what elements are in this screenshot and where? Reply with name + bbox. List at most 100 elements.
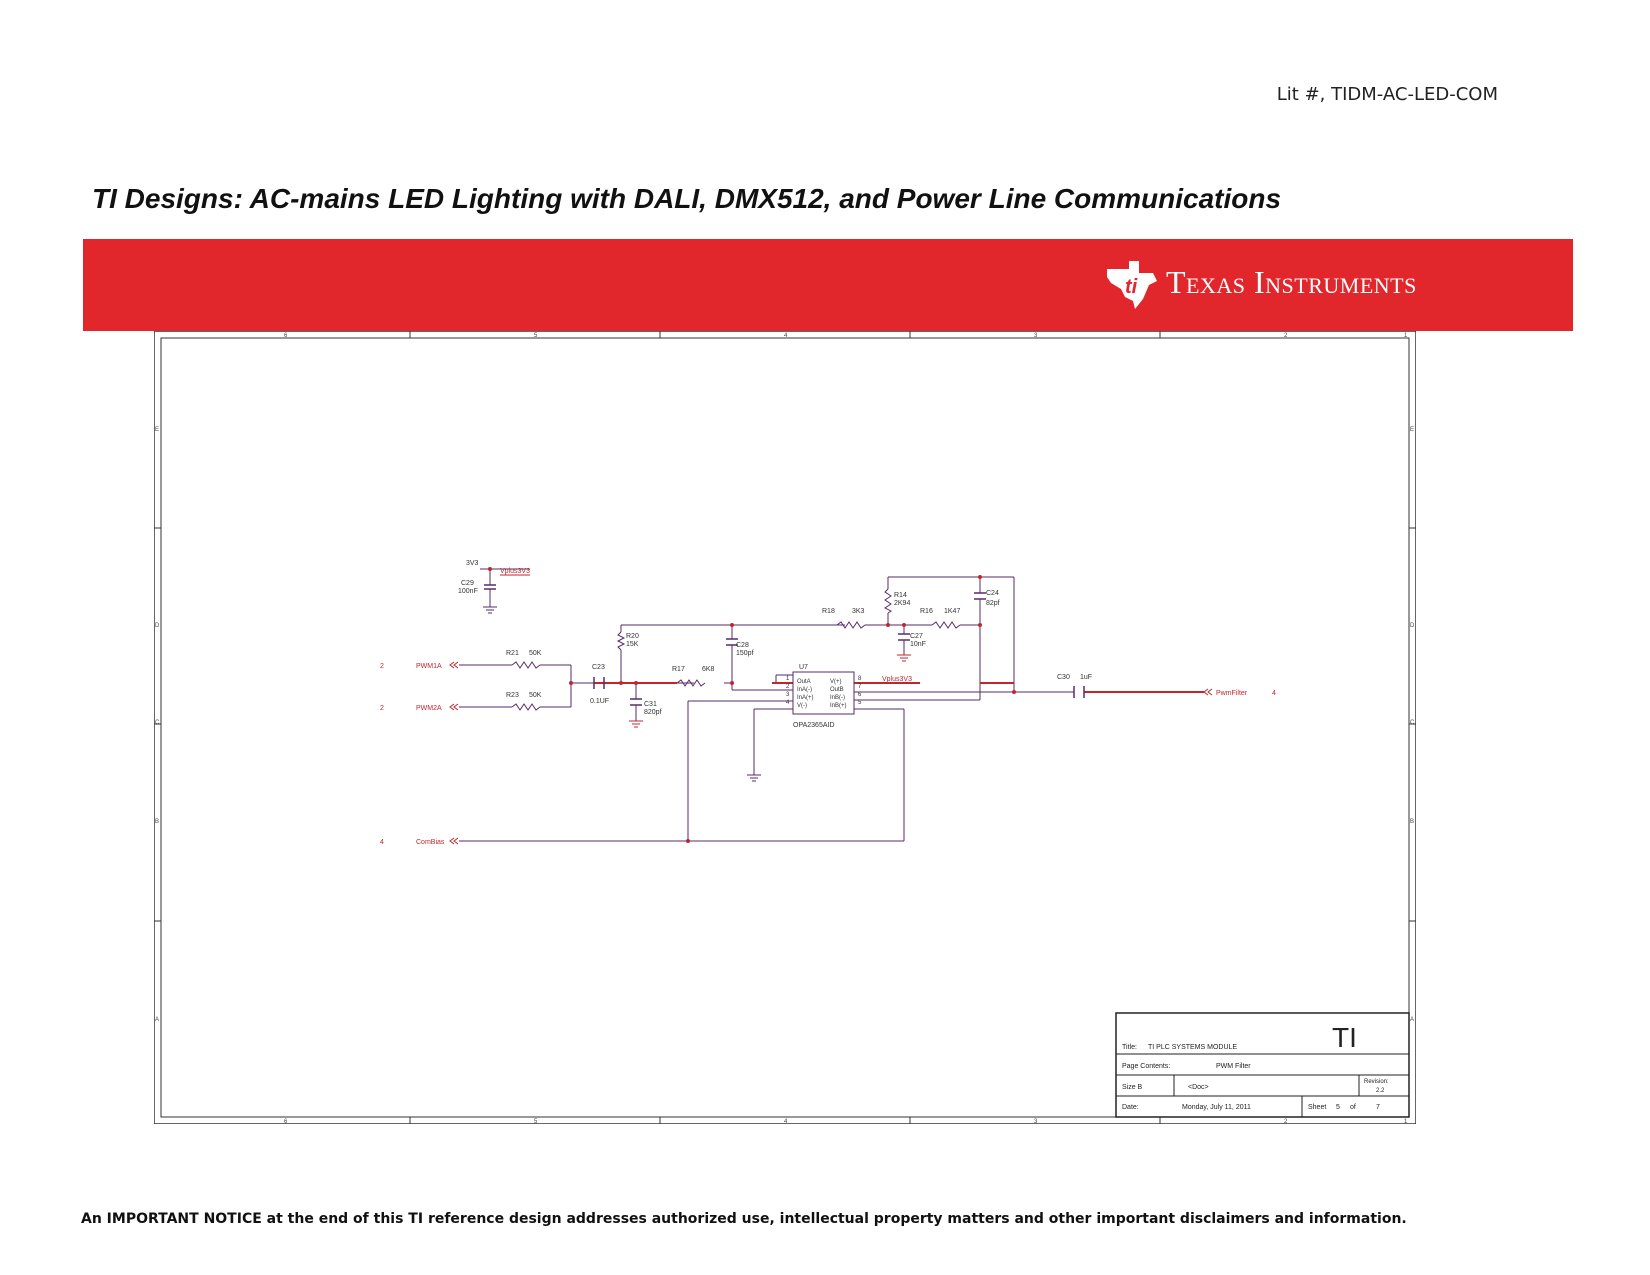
r21-ref: R21	[506, 650, 519, 657]
col-label: 3	[1034, 1119, 1038, 1124]
schematic-sheet: 6 5 4 3 2 1 6 5 4 3 2 1 E D C B A E D C …	[154, 331, 1416, 1124]
col-label: 2	[1284, 1119, 1288, 1124]
sheet-label: Sheet	[1308, 1104, 1326, 1111]
title-value: TI PLC SYSTEMS MODULE	[1148, 1044, 1237, 1051]
port-arrow-icon	[453, 837, 459, 845]
ground-icon	[747, 774, 761, 782]
c24-ref: C24	[986, 590, 999, 597]
col-label: 3	[1034, 333, 1038, 339]
port-pwm2a: PWM2A	[416, 705, 442, 712]
page-title: TI Designs: AC-mains LED Lighting with D…	[92, 183, 1282, 214]
u7-pin-number: 8	[858, 676, 862, 682]
u7-pin-number: 5	[858, 700, 862, 706]
r18-value: 3K3	[852, 608, 865, 615]
c31-ref: C31	[644, 701, 657, 708]
r14-resistor-icon	[884, 588, 892, 614]
resistor-symbols	[511, 588, 961, 711]
r23-resistor-icon	[511, 703, 541, 711]
port-arrow-icon	[453, 661, 459, 669]
r16-value: 1K47	[944, 608, 960, 615]
r17-value: 6K8	[702, 666, 715, 673]
net-vplus3v3-u7: Vplus3V3	[882, 676, 912, 683]
r20-resistor-icon	[616, 631, 626, 651]
c23-capacitor-icon	[593, 677, 605, 689]
r16-resistor-icon	[931, 621, 961, 629]
port-sheet-num: 2	[380, 663, 384, 670]
c28-value: 150pf	[736, 650, 754, 657]
col-label: 4	[784, 1119, 788, 1124]
u7-pin-number: 1	[786, 676, 790, 682]
u7-pin-number: 3	[786, 692, 790, 698]
col-label: 1	[1404, 1119, 1408, 1124]
u7-pin-label: InA(+)	[797, 695, 814, 701]
c29-capacitor-icon	[484, 584, 496, 590]
port-sheet-num: 4	[380, 839, 384, 846]
r18-resistor-icon	[836, 621, 866, 629]
u7-pin-label: InB(-)	[830, 695, 845, 701]
doc-value: <Doc>	[1188, 1084, 1209, 1091]
u7-pin-label: InA(-)	[797, 687, 812, 693]
c28-ref: C28	[736, 642, 749, 649]
col-label: 1	[1404, 333, 1408, 339]
revision-value: 2.2	[1376, 1088, 1385, 1094]
col-label: 5	[534, 333, 538, 339]
row-label: C	[155, 720, 160, 726]
date-label: Date:	[1122, 1104, 1139, 1111]
c30-capacitor-icon	[1073, 686, 1085, 698]
port-sheet-num: 2	[380, 705, 384, 712]
of-label: of	[1350, 1104, 1356, 1111]
c31-value: 820pf	[644, 709, 662, 716]
col-label: 4	[784, 333, 788, 339]
row-label: D	[155, 623, 160, 629]
port-arrow-icon	[449, 703, 455, 711]
important-notice: An IMPORTANT NOTICE at the end of this T…	[81, 1211, 1407, 1227]
row-label: A	[155, 1017, 159, 1023]
r21-resistor-icon	[511, 661, 541, 669]
r23-value: 50K	[529, 692, 542, 699]
frame-inner	[160, 337, 1410, 1118]
page-contents-label: Page Contents:	[1122, 1063, 1170, 1070]
ground-symbols	[483, 606, 911, 782]
r18-ref: R18	[822, 608, 835, 615]
col-label: 2	[1284, 333, 1288, 339]
title-block-logo: TI	[1332, 1022, 1357, 1053]
r14-value: 2K94	[894, 600, 910, 607]
lit-number: Lit #, TIDM-AC-LED-COM	[1276, 84, 1498, 105]
port-arrow-icon	[1207, 688, 1213, 696]
col-label: 5	[534, 1119, 538, 1124]
sheet-number: 5	[1336, 1104, 1340, 1111]
c23-ref: C23	[592, 664, 605, 671]
c29-ref: C29	[461, 580, 474, 587]
port-arrow-icon	[449, 661, 455, 669]
company-name: Texas Instruments	[1166, 264, 1417, 300]
ground-icon	[483, 606, 497, 614]
c24-capacitor-icon	[974, 592, 986, 600]
col-label: 6	[284, 333, 288, 339]
capacitor-symbols	[484, 584, 1085, 706]
port-arrow-icon	[1203, 688, 1209, 696]
u7-pin-label: OutA	[797, 679, 811, 685]
row-label: C	[1410, 720, 1415, 726]
page-contents-value: PWM Filter	[1216, 1063, 1251, 1070]
port-arrow-icon	[449, 837, 455, 845]
r17-resistor-icon	[676, 679, 706, 687]
c27-value: 10nF	[910, 641, 926, 648]
r20-value: 15K	[626, 641, 639, 648]
net-vplus3v3: Vplus3V3	[500, 568, 530, 575]
c24-value: 82pf	[986, 600, 1000, 607]
r16-ref: R16	[920, 608, 933, 615]
row-label: D	[1410, 623, 1415, 629]
row-label: E	[1410, 427, 1414, 433]
date-value: Monday, July 11, 2011	[1182, 1104, 1251, 1111]
c27-ref: C27	[910, 633, 923, 640]
row-label: E	[155, 427, 159, 433]
ground-icon	[897, 654, 911, 662]
row-label: B	[1410, 819, 1414, 825]
ti-logo-icon: ti	[1107, 261, 1157, 309]
u7-pin-label: V(+)	[830, 679, 842, 685]
c27-capacitor-icon	[898, 633, 910, 641]
c28-capacitor-icon	[726, 638, 738, 646]
ground-icon	[629, 720, 643, 728]
u7-ref: U7	[799, 664, 808, 671]
u7-pin-label: InB(+)	[830, 703, 847, 709]
